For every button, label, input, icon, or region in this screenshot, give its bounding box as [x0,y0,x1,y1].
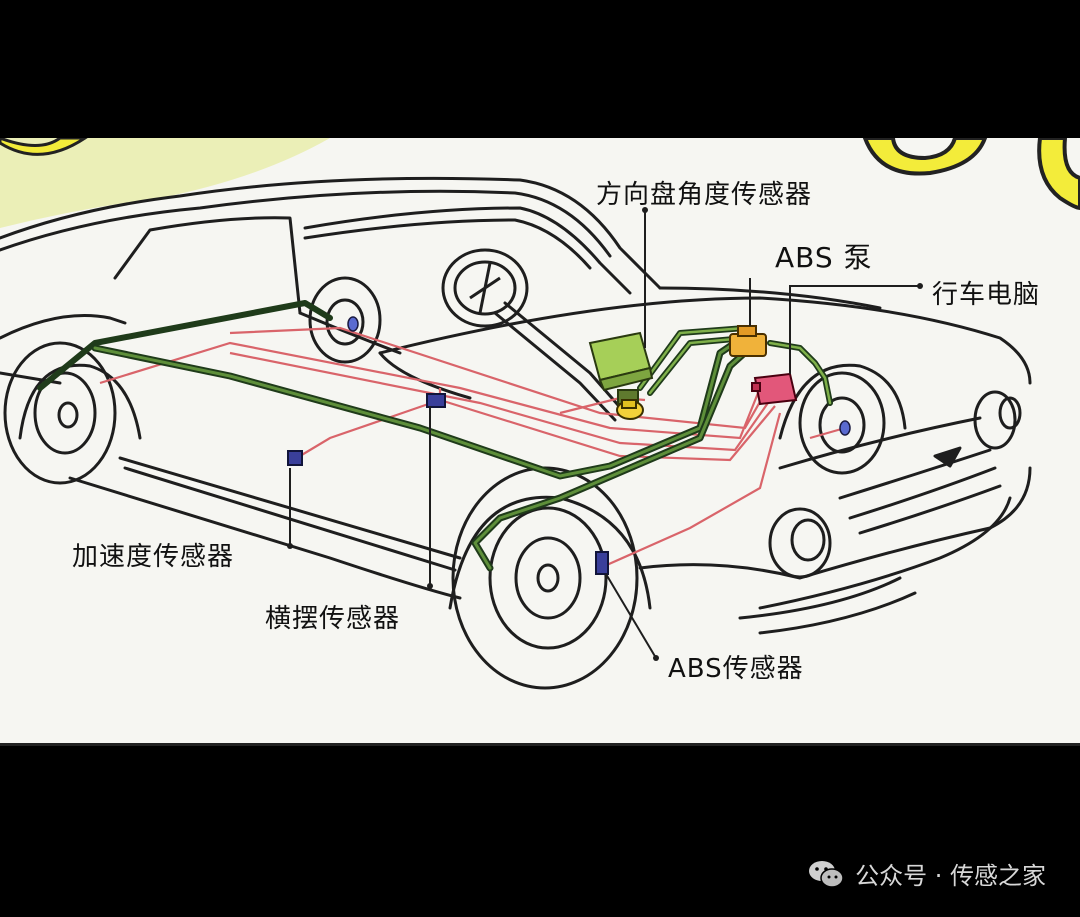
diagram-panel: 方向盘角度传感器 ABS 泵 行车电脑 加速度传感器 横摆传感器 ABS传感器 [0,138,1080,746]
hubcap-decoration-right [862,138,1080,211]
abs-pump-unit [729,325,767,357]
label-abs-pump: ABS 泵 [775,241,873,274]
car-diagram [0,138,1080,690]
steering-sensor-body [588,331,654,405]
yaw-sensor-unit [426,393,446,408]
watermark: 公众号 · 传感之家 [807,856,1046,891]
wheel-sensor-markers [347,316,851,436]
background-wash [0,138,330,228]
abs-sensor-unit [595,551,609,575]
hubcap-decoration-left [0,138,88,156]
label-steering-angle-sensor: 方向盘角度传感器 [596,180,813,210]
label-abs-sensor: ABS传感器 [668,654,804,684]
leader-dots [287,207,923,661]
rear-right-wheel [308,276,382,364]
label-acceleration-sensor: 加速度传感器 [72,542,235,572]
acceleration-sensor-unit [287,450,303,466]
ecu-unit [751,372,798,406]
watermark-text: 公众号 · 传感之家 [855,862,1046,890]
panel-bottom-border [0,743,1080,746]
steering-sensor-yellow [616,399,644,420]
front-right-wheel [798,371,886,475]
label-yaw-sensor: 横摆传感器 [265,604,401,634]
wechat-icon [809,860,844,888]
rear-left-wheel [3,341,117,485]
steering-wheel [441,248,529,328]
leader-lines [289,210,920,659]
label-ecu: 行车电脑 [932,280,1041,310]
